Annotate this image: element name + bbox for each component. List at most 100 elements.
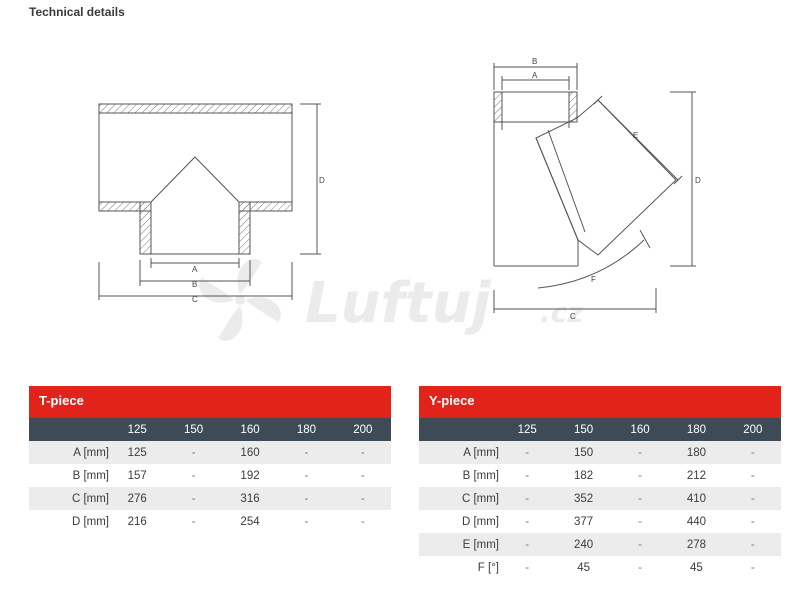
y-dim-f-label: F	[591, 275, 596, 284]
table-cell: -	[360, 446, 365, 459]
t-piece-table: T-piece 125 150 160 180 200 A [mm] 125 -…	[29, 386, 391, 533]
table-row: B [mm] - 182 - 212 -	[419, 464, 781, 487]
table-cell: 157	[127, 469, 147, 482]
y-dim-a-label: A	[532, 71, 538, 80]
table-cell: -	[360, 492, 365, 505]
table-cell: 182	[574, 469, 594, 482]
row-label: D [mm]	[71, 515, 109, 528]
table-cell: 276	[127, 492, 147, 505]
table-cell: 278	[686, 538, 707, 551]
column-header: 180	[686, 423, 707, 436]
column-header: 160	[630, 423, 650, 436]
table-cell: -	[525, 492, 530, 505]
table-cell: -	[750, 492, 755, 505]
table-row: E [mm] - 240 - 278 -	[419, 533, 781, 556]
table-cell: 377	[574, 515, 594, 528]
table-cell: -	[304, 446, 309, 459]
table-cell: -	[638, 469, 642, 482]
table-row: A [mm] - 150 - 180 -	[419, 441, 781, 464]
table-cell: -	[638, 538, 642, 551]
table-cell: 45	[690, 561, 703, 574]
t-piece-table-title: T-piece	[29, 386, 391, 418]
row-label: A [mm]	[73, 446, 109, 459]
t-dim-c-label: C	[192, 295, 198, 304]
watermark-brand: Luftuj	[305, 271, 492, 336]
table-cell: -	[191, 446, 196, 459]
row-label: F [°]	[477, 561, 499, 574]
table-cell: -	[638, 446, 642, 459]
row-label: C [mm]	[71, 492, 109, 505]
table-cell: 316	[240, 492, 260, 505]
column-header: 150	[574, 423, 594, 436]
y-piece-table-title: Y-piece	[419, 386, 781, 418]
watermark-suffix: .cz	[540, 296, 584, 329]
table-cell: -	[750, 469, 755, 482]
table-cell: -	[360, 515, 365, 528]
table-cell: -	[191, 492, 196, 505]
table-cell: 45	[577, 561, 590, 574]
table-cell: -	[525, 469, 530, 482]
column-header: 200	[743, 423, 763, 436]
column-header: 150	[184, 423, 204, 436]
t-piece-table-header: 125 150 160 180 200	[29, 418, 391, 441]
y-dim-c-label: C	[570, 312, 576, 321]
column-header: 125	[127, 423, 147, 436]
table-cell: -	[191, 469, 196, 482]
table-cell: -	[525, 561, 530, 574]
fan-logo-icon	[199, 259, 281, 341]
table-cell: -	[304, 492, 309, 505]
table-cell: -	[750, 561, 755, 574]
technical-drawings: Luftuj .cz A B C D	[98, 57, 701, 341]
table-cell: -	[638, 515, 642, 528]
row-label: D [mm]	[461, 515, 499, 528]
table-cell: -	[191, 515, 196, 528]
table-cell: 192	[240, 469, 260, 482]
y-piece-drawing	[493, 63, 696, 313]
table-cell: -	[525, 538, 530, 551]
t-dim-d-label: D	[319, 176, 325, 185]
column-header: 200	[353, 423, 373, 436]
table-cell: 160	[240, 446, 260, 459]
y-dim-b-label: B	[532, 57, 537, 66]
table-cell: 352	[574, 492, 594, 505]
table-cell: -	[525, 446, 530, 459]
row-label: E [mm]	[462, 538, 499, 551]
y-dim-e-label: E	[633, 131, 638, 140]
y-piece-table: Y-piece 125 150 160 180 200 A [mm] - 150…	[419, 386, 781, 579]
table-cell: 212	[686, 469, 707, 482]
table-cell: -	[304, 515, 309, 528]
column-header: 160	[240, 423, 260, 436]
y-dim-d-label: D	[695, 176, 701, 185]
table-cell: 216	[127, 515, 147, 528]
table-cell: -	[750, 515, 755, 528]
y-piece-table-header: 125 150 160 180 200	[419, 418, 781, 441]
table-row: C [mm] 276 - 316 - -	[29, 487, 391, 510]
table-cell: -	[750, 538, 755, 551]
table-cell: -	[304, 469, 309, 482]
row-label: B [mm]	[72, 469, 109, 482]
table-cell: 180	[686, 446, 707, 459]
table-cell: 254	[240, 515, 260, 528]
table-cell: -	[750, 446, 755, 459]
page-title: Technical details	[29, 5, 125, 19]
table-cell: 240	[574, 538, 594, 551]
t-dim-b-label: B	[192, 280, 197, 289]
t-piece-drawing	[98, 103, 321, 300]
table-row: D [mm] - 377 - 440 -	[419, 510, 781, 533]
row-label: C [mm]	[461, 492, 499, 505]
column-header: 180	[296, 423, 317, 436]
table-cell: 150	[574, 446, 594, 459]
table-cell: 410	[686, 492, 707, 505]
table-cell: 125	[127, 446, 147, 459]
row-label: A [mm]	[463, 446, 499, 459]
column-header: 125	[517, 423, 537, 436]
table-row: D [mm] 216 - 254 - -	[29, 510, 391, 533]
table-row: A [mm] 125 - 160 - -	[29, 441, 391, 464]
watermark: Luftuj .cz	[199, 259, 584, 341]
table-cell: -	[638, 561, 642, 574]
table-cell: -	[360, 469, 365, 482]
row-label: B [mm]	[462, 469, 499, 482]
table-row: C [mm] - 352 - 410 -	[419, 487, 781, 510]
table-cell: -	[638, 492, 642, 505]
t-dim-a-label: A	[192, 265, 198, 274]
